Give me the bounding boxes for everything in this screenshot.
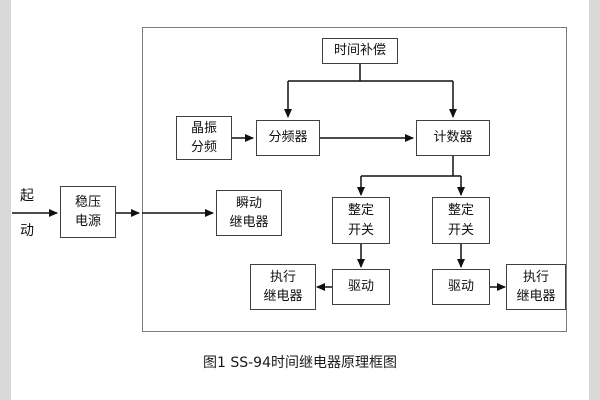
block-time-compensation: 时间补偿 xyxy=(322,38,398,64)
block-label: 继电器 xyxy=(263,289,303,304)
block-drive-right: 驱动 xyxy=(432,269,490,305)
start-label-char: 动 xyxy=(20,223,34,239)
block-label: 继电器 xyxy=(229,215,269,230)
block-crystal-divider: 晶振 分频 xyxy=(176,116,232,160)
figure-caption: 图1 SS-94时间继电器原理框图 xyxy=(203,355,397,371)
block-exec-relay-right: 执行 继电器 xyxy=(506,264,566,310)
right-margin-strip xyxy=(589,0,600,400)
block-label: 继电器 xyxy=(516,289,556,304)
start-label-char: 起 xyxy=(20,188,34,204)
block-counter: 计数器 xyxy=(416,120,490,156)
block-instant-relay: 瞬动 继电器 xyxy=(216,190,282,236)
block-label: 时间补偿 xyxy=(333,43,386,59)
block-label: 计数器 xyxy=(433,130,473,146)
block-label: 驱动 xyxy=(347,279,374,295)
block-power-supply: 稳压 电源 xyxy=(60,186,116,238)
block-label: 执行 xyxy=(269,269,296,285)
block-label: 执行 xyxy=(522,269,549,285)
left-margin-strip xyxy=(0,0,11,400)
outer-frame xyxy=(142,27,567,332)
block-setting-switch-left: 整定 开关 xyxy=(332,197,390,244)
block-label: 晶振 xyxy=(190,120,217,136)
block-drive-left: 驱动 xyxy=(332,269,390,305)
block-label: 开关 xyxy=(347,222,374,238)
block-label: 开关 xyxy=(447,222,474,238)
start-input-label: 起 动 xyxy=(12,185,42,240)
block-label: 稳压 xyxy=(74,194,101,210)
block-setting-switch-right: 整定 开关 xyxy=(432,197,490,244)
block-label: 电源 xyxy=(74,214,101,229)
block-label: 整定 xyxy=(347,203,374,218)
block-label: 驱动 xyxy=(447,279,474,295)
block-label: 分频 xyxy=(190,140,217,155)
block-exec-relay-left: 执行 继电器 xyxy=(250,264,316,310)
block-label: 整定 xyxy=(447,203,474,218)
block-label: 分频器 xyxy=(268,130,308,146)
block-label: 瞬动 xyxy=(235,195,262,211)
block-frequency-divider: 分频器 xyxy=(256,120,320,156)
